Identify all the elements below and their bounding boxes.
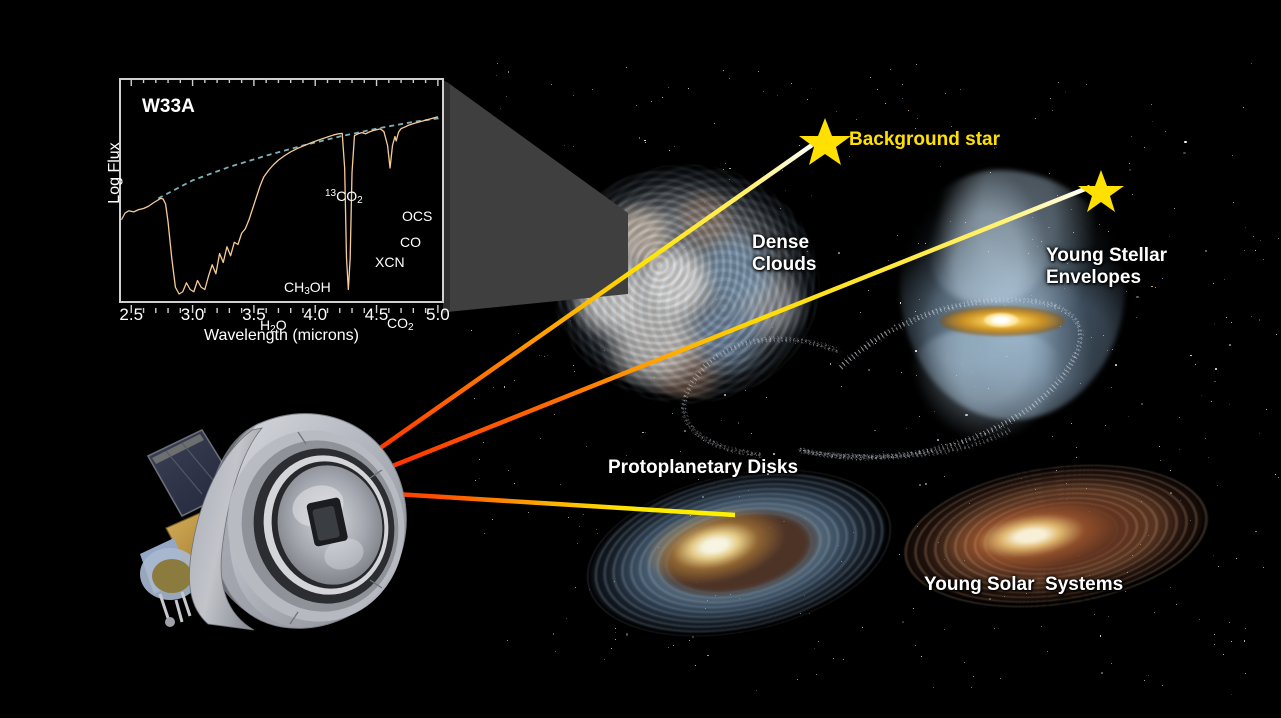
chart-top-ticks — [130, 78, 439, 86]
x-axis-tick-label: 3.5 — [242, 305, 266, 324]
spectrum-chart: W33A H2O CH3OH CO2 13CO2 XCN CO OCS 2.5 3… — [82, 74, 462, 359]
x-axis-tick-label: 3.0 — [180, 305, 205, 324]
spectrum-trace — [120, 116, 439, 295]
x-axis-title: Wavelength (microns) — [203, 327, 359, 344]
x-axis-tick-label: 4.0 — [303, 305, 328, 324]
x-axis-ticks — [130, 305, 439, 313]
x-axis-tick-labels: 2.5 3.0 3.5 4.0 4.5 5.0 — [119, 305, 449, 329]
annotation-h2o: H2O — [260, 317, 287, 335]
label-dense-clouds: Dense Clouds — [752, 232, 817, 275]
label-protoplanetary-disks: Protoplanetary Disks — [608, 457, 799, 478]
spitzer-spacecraft — [140, 413, 407, 631]
x-axis-tick-label: 5.0 — [426, 305, 450, 324]
annotation-13co2: 13CO2 — [325, 188, 363, 206]
chart-title: W33A — [142, 96, 195, 117]
annotation-ch3oh: CH3OH — [284, 279, 331, 297]
label-young-solar-systems: Young Solar Systems — [924, 574, 1124, 595]
x-axis-tick-label: 4.5 — [364, 305, 389, 324]
y-axis-title: Log Flux — [106, 142, 123, 204]
annotation-co: CO — [400, 234, 421, 250]
background-star-icon — [799, 118, 851, 165]
annotation-xcn: XCN — [375, 254, 405, 270]
x-axis-tick-label: 2.5 — [119, 305, 144, 324]
chart-plot-frame — [119, 78, 444, 303]
young-stellar-star-icon — [1078, 170, 1124, 212]
annotation-ocs: OCS — [402, 208, 433, 224]
annotation-co2: CO2 — [387, 315, 414, 333]
label-young-stellar-envelopes: Young Stellar Envelopes — [1046, 245, 1168, 288]
telescope-dish — [277, 465, 383, 585]
shield-rim-details — [289, 431, 383, 625]
chart-plot-area — [120, 78, 441, 295]
label-background-star: Background star — [849, 129, 1000, 150]
continuum-dashed-line — [157, 117, 441, 200]
